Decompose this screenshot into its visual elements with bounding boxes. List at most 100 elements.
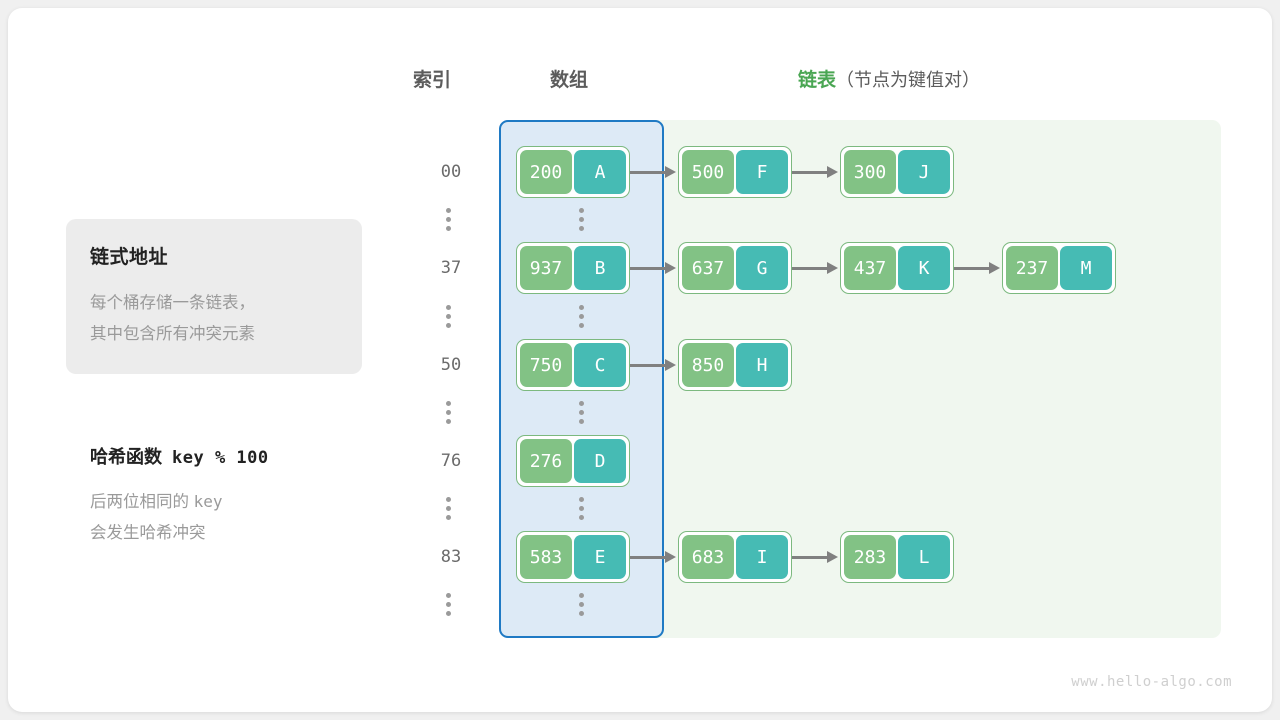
arrow-head [827,551,838,563]
node-value: D [574,439,626,483]
arrow-shaft [792,171,830,174]
index-ellipsis-icon [443,305,453,328]
ellipsis-dot [445,208,451,213]
arrow-head [827,262,838,274]
column-header-linkedlist-label: 链表 [798,70,837,91]
footer-url: www.hello-algo.com [1071,674,1232,690]
node-key: 300 [844,150,896,194]
arrow-shaft [630,556,668,559]
arrow-shaft [630,267,668,270]
ellipsis-dot [578,226,584,231]
node-key: 937 [520,246,572,290]
info-card-title: 链式地址 [90,247,169,268]
hash-function-body-line-2: 会发生哈希冲突 [90,524,206,542]
hash-function-body: 后两位相同的 key 会发生哈希冲突 [90,486,360,549]
ellipsis-dot [578,410,584,415]
info-card-body: 每个桶存储一条链表， 其中包含所有冲突元素 [90,288,350,350]
ellipsis-dot [578,401,584,406]
arrow-shaft [792,267,830,270]
arrow-shaft [630,364,668,367]
ellipsis-dot [578,217,584,222]
hash-function-body-key: key [193,492,223,511]
ellipsis-dot [445,593,451,598]
index-label: 76 [440,451,462,471]
array-ellipsis-icon [576,401,586,424]
node-value: F [736,150,788,194]
array-ellipsis-icon [576,208,586,231]
ellipsis-dot [578,611,584,616]
ellipsis-dot [578,602,584,607]
ellipsis-dot [578,305,584,310]
ellipsis-dot [578,515,584,520]
ellipsis-dot [445,217,451,222]
ellipsis-dot [445,323,451,328]
node-key: 637 [682,246,734,290]
arrow-head [665,262,676,274]
column-header-linkedlist: 链表（节点为键值对） [798,65,980,92]
chain-arrow-icon [792,262,840,274]
ellipsis-dot [578,506,584,511]
node-value: B [574,246,626,290]
arrow-head [989,262,1000,274]
node-value: C [574,343,626,387]
array-ellipsis-icon [576,497,586,520]
column-header-linkedlist-note: （节点为键值对） [836,70,981,90]
arrow-head [665,166,676,178]
column-header-index: 索引 [413,70,452,91]
hash-function-body-line-1: 后两位相同的 key [90,486,360,518]
arrow-head [665,359,676,371]
ellipsis-dot [445,410,451,415]
ellipsis-dot [578,419,584,424]
array-ellipsis-icon [576,593,586,616]
ellipsis-dot [445,226,451,231]
node-key: 237 [1006,246,1058,290]
arrow-shaft [954,267,992,270]
node-value: A [574,150,626,194]
index-ellipsis-icon [443,401,453,424]
index-label: 83 [440,547,462,567]
node-key: 276 [520,439,572,483]
ellipsis-dot [445,611,451,616]
index-label: 37 [440,258,462,278]
ellipsis-dot [578,593,584,598]
node-key: 500 [682,150,734,194]
node-key: 200 [520,150,572,194]
hash-function-label: 哈希函数 [90,447,162,467]
hash-function-body-text-a: 后两位相同的 [90,493,189,511]
ellipsis-dot [578,497,584,502]
arrow-head [827,166,838,178]
node-value: L [898,535,950,579]
node-value: J [898,150,950,194]
ellipsis-dot [578,314,584,319]
chain-arrow-icon [954,262,1002,274]
arrow-shaft [630,171,668,174]
chain-arrow-icon [630,551,678,563]
chain-arrow-icon [792,551,840,563]
node-key: 750 [520,343,572,387]
index-ellipsis-icon [443,208,453,231]
ellipsis-dot [445,401,451,406]
node-value: I [736,535,788,579]
array-ellipsis-icon [576,305,586,328]
hash-function-title: 哈希函数 key % 100 [90,443,269,469]
node-value: E [574,535,626,579]
ellipsis-dot [445,314,451,319]
index-label: 00 [440,162,462,182]
info-card-body-line-1: 每个桶存储一条链表， [90,294,255,312]
